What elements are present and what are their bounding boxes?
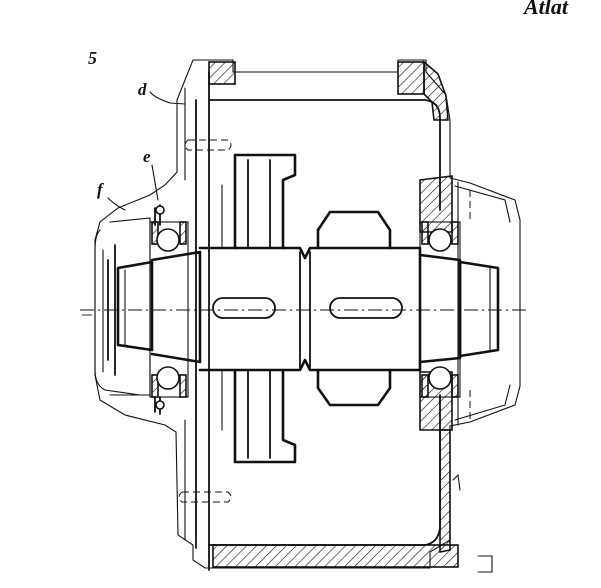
label-d: d	[138, 80, 147, 99]
right-gear	[316, 210, 392, 407]
right-bearing	[419, 221, 461, 398]
shaft	[80, 246, 530, 372]
left-gear	[221, 153, 297, 464]
label-figure-number: 5	[88, 48, 97, 68]
header-text: Atlat	[522, 0, 569, 19]
label-e: e	[143, 147, 151, 166]
gearbox-housing	[94, 59, 521, 573]
oil-level-marks	[178, 139, 471, 503]
left-bearing	[149, 204, 189, 415]
left-bearing-cover	[94, 217, 151, 396]
leader-lines	[107, 91, 186, 211]
label-f: f	[97, 180, 105, 199]
